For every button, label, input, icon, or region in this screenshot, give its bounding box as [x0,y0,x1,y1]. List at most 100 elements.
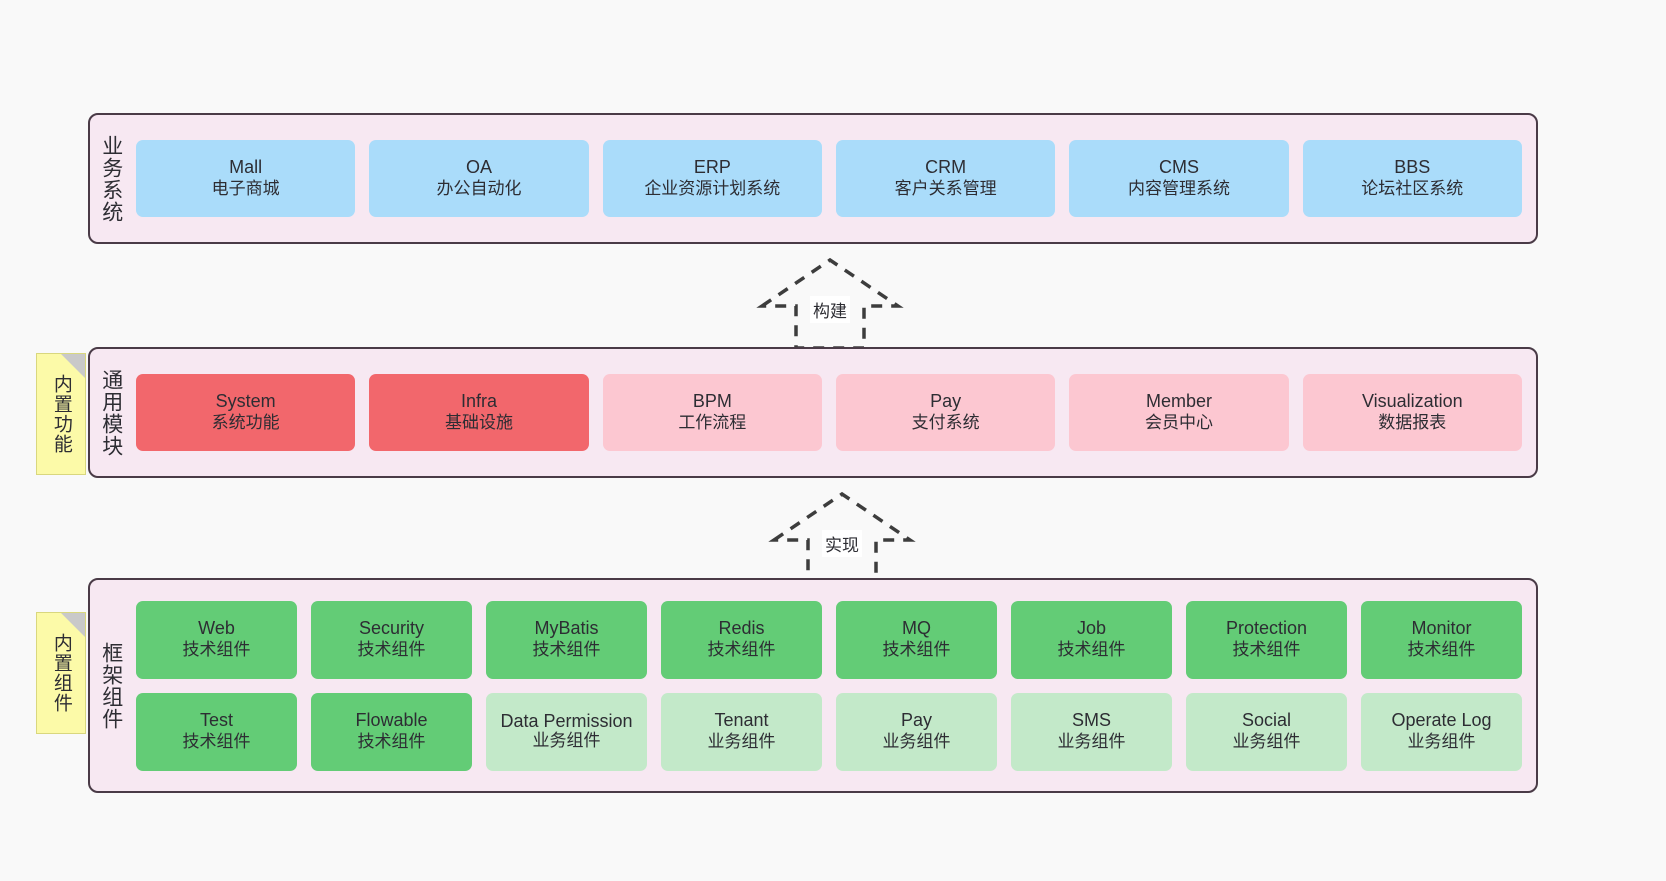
block-arrow-up-icon [756,257,904,350]
card-subtitle: 电子商城 [211,179,280,199]
card-cms[interactable]: CMS 内容管理系统 [1069,140,1289,217]
card-oa[interactable]: OA 办公自动化 [369,140,589,217]
card-mall[interactable]: Mall 电子商城 [136,140,356,217]
card-title: SMS [1071,710,1111,731]
card-social[interactable]: Social 业务组件 [1186,692,1347,771]
card-monitor[interactable]: Monitor 技术组件 [1361,600,1522,679]
layer-business-systems: 业务系统 Mall 电子商城 OA 办公自动化 ERP 企业资源计划系统 CRM… [88,113,1538,244]
card-row: Mall 电子商城 OA 办公自动化 ERP 企业资源计划系统 CRM 客户关系… [136,140,1522,217]
card-mybatis[interactable]: MyBatis 技术组件 [486,600,647,679]
card-subtitle: 系统功能 [211,413,280,433]
layer-body-business-systems: Mall 电子商城 OA 办公自动化 ERP 企业资源计划系统 CRM 客户关系… [132,115,1536,242]
card-title: CRM [925,157,967,178]
card-bbs[interactable]: BBS 论坛社区系统 [1302,140,1522,217]
card-subtitle: 技术组件 [357,732,426,752]
card-title: Pay [900,710,933,731]
card-member[interactable]: Member 会员中心 [1069,374,1289,451]
card-title: MQ [902,618,931,639]
card-subtitle: 技术组件 [1407,640,1476,660]
card-flowable[interactable]: Flowable 技术组件 [311,692,472,771]
card-sms[interactable]: SMS 业务组件 [1011,692,1172,771]
card-subtitle: 技术组件 [532,640,601,660]
card-row: System 系统功能 Infra 基础设施 BPM 工作流程 Pay 支付系统… [136,374,1522,451]
card-mq[interactable]: MQ 技术组件 [836,600,997,679]
layer-common-modules: 通用模块 System 系统功能 Infra 基础设施 BPM 工作流程 Pay… [88,347,1538,478]
card-title: Monitor [1411,618,1472,639]
card-tenant[interactable]: Tenant 业务组件 [661,692,822,771]
card-web[interactable]: Web 技术组件 [136,600,297,679]
card-crm[interactable]: CRM 客户关系管理 [835,140,1056,217]
card-subtitle: 内容管理系统 [1127,179,1230,199]
card-title: Data Permission [500,710,633,731]
layer-body-framework-components: Web 技术组件 Security 技术组件 MyBatis 技术组件 Redi… [132,580,1536,791]
card-title: Pay [930,391,962,412]
connector-label: 实现 [822,530,862,557]
card-title: Tenant [714,710,769,731]
card-title: Web [198,618,235,639]
card-title: MyBatis [534,618,599,639]
card-subtitle: 技术组件 [182,732,251,752]
card-subtitle: 业务组件 [882,732,951,752]
card-data-permission[interactable]: Data Permission 业务组件 [486,692,647,771]
card-subtitle: 技术组件 [1232,640,1301,660]
card-subtitle: 办公自动化 [436,179,522,199]
card-subtitle: 业务组件 [1407,732,1476,752]
card-visualization[interactable]: Visualization 数据报表 [1302,374,1522,451]
layer-body-common-modules: System 系统功能 Infra 基础设施 BPM 工作流程 Pay 支付系统… [132,349,1536,476]
card-subtitle: 客户关系管理 [894,179,997,199]
connector-build: 构建 [756,257,904,350]
card-erp[interactable]: ERP 企业资源计划系统 [602,140,822,217]
card-title: Flowable [355,710,428,731]
card-title: BPM [692,391,732,412]
card-infra[interactable]: Infra 基础设施 [369,374,589,451]
card-row-business: Test 技术组件 Flowable 技术组件 Data Permission … [136,692,1522,771]
note-builtin-features: 内置功能 [36,353,86,475]
card-title: Protection [1225,618,1308,639]
card-subtitle: 业务组件 [1057,732,1126,752]
card-subtitle: 业务组件 [532,731,601,751]
card-security[interactable]: Security 技术组件 [311,600,472,679]
card-pay[interactable]: Pay 支付系统 [835,374,1056,451]
card-subtitle: 技术组件 [1057,640,1126,660]
card-title: Operate Log [1391,710,1492,731]
card-bpm[interactable]: BPM 工作流程 [602,374,822,451]
card-title: BBS [1394,157,1431,178]
card-protection[interactable]: Protection 技术组件 [1186,600,1347,679]
card-subtitle: 会员中心 [1144,413,1213,433]
card-subtitle: 基础设施 [444,413,513,433]
layer-title-common-modules: 通用模块 [99,368,123,457]
connector-implement: 实现 [768,491,916,584]
card-subtitle: 技术组件 [357,640,426,660]
card-subtitle: 论坛社区系统 [1361,179,1464,199]
card-system[interactable]: System 系统功能 [136,374,356,451]
layer-title-business-systems: 业务系统 [99,134,123,223]
card-redis[interactable]: Redis 技术组件 [661,600,822,679]
card-subtitle: 业务组件 [707,732,776,752]
card-operate-log[interactable]: Operate Log 业务组件 [1361,692,1522,771]
card-title: ERP [693,157,731,178]
card-subtitle: 技术组件 [182,640,251,660]
card-test[interactable]: Test 技术组件 [136,692,297,771]
note-label: 内置功能 [50,374,72,454]
layer-title-framework-components: 框架组件 [99,641,123,730]
folded-corner-icon [61,354,85,378]
card-title: Infra [460,391,497,412]
card-title: OA [465,157,492,178]
card-subtitle: 支付系统 [911,413,980,433]
folded-corner-icon [61,613,85,637]
note-label: 内置组件 [50,633,72,713]
layer-framework-components: 框架组件 Web 技术组件 Security 技术组件 MyBatis 技术组件… [88,578,1538,793]
card-title: Job [1076,618,1107,639]
note-builtin-components: 内置组件 [36,612,86,734]
card-title: Mall [229,157,263,178]
card-subtitle: 企业资源计划系统 [644,179,781,199]
card-subtitle: 业务组件 [1232,732,1301,752]
connector-label: 构建 [810,296,850,323]
card-title: Social [1241,710,1292,731]
block-arrow-up-icon [768,491,916,584]
card-title: Visualization [1361,391,1463,412]
card-pay-business[interactable]: Pay 业务组件 [836,692,997,771]
card-title: Redis [718,618,765,639]
card-job[interactable]: Job 技术组件 [1011,600,1172,679]
